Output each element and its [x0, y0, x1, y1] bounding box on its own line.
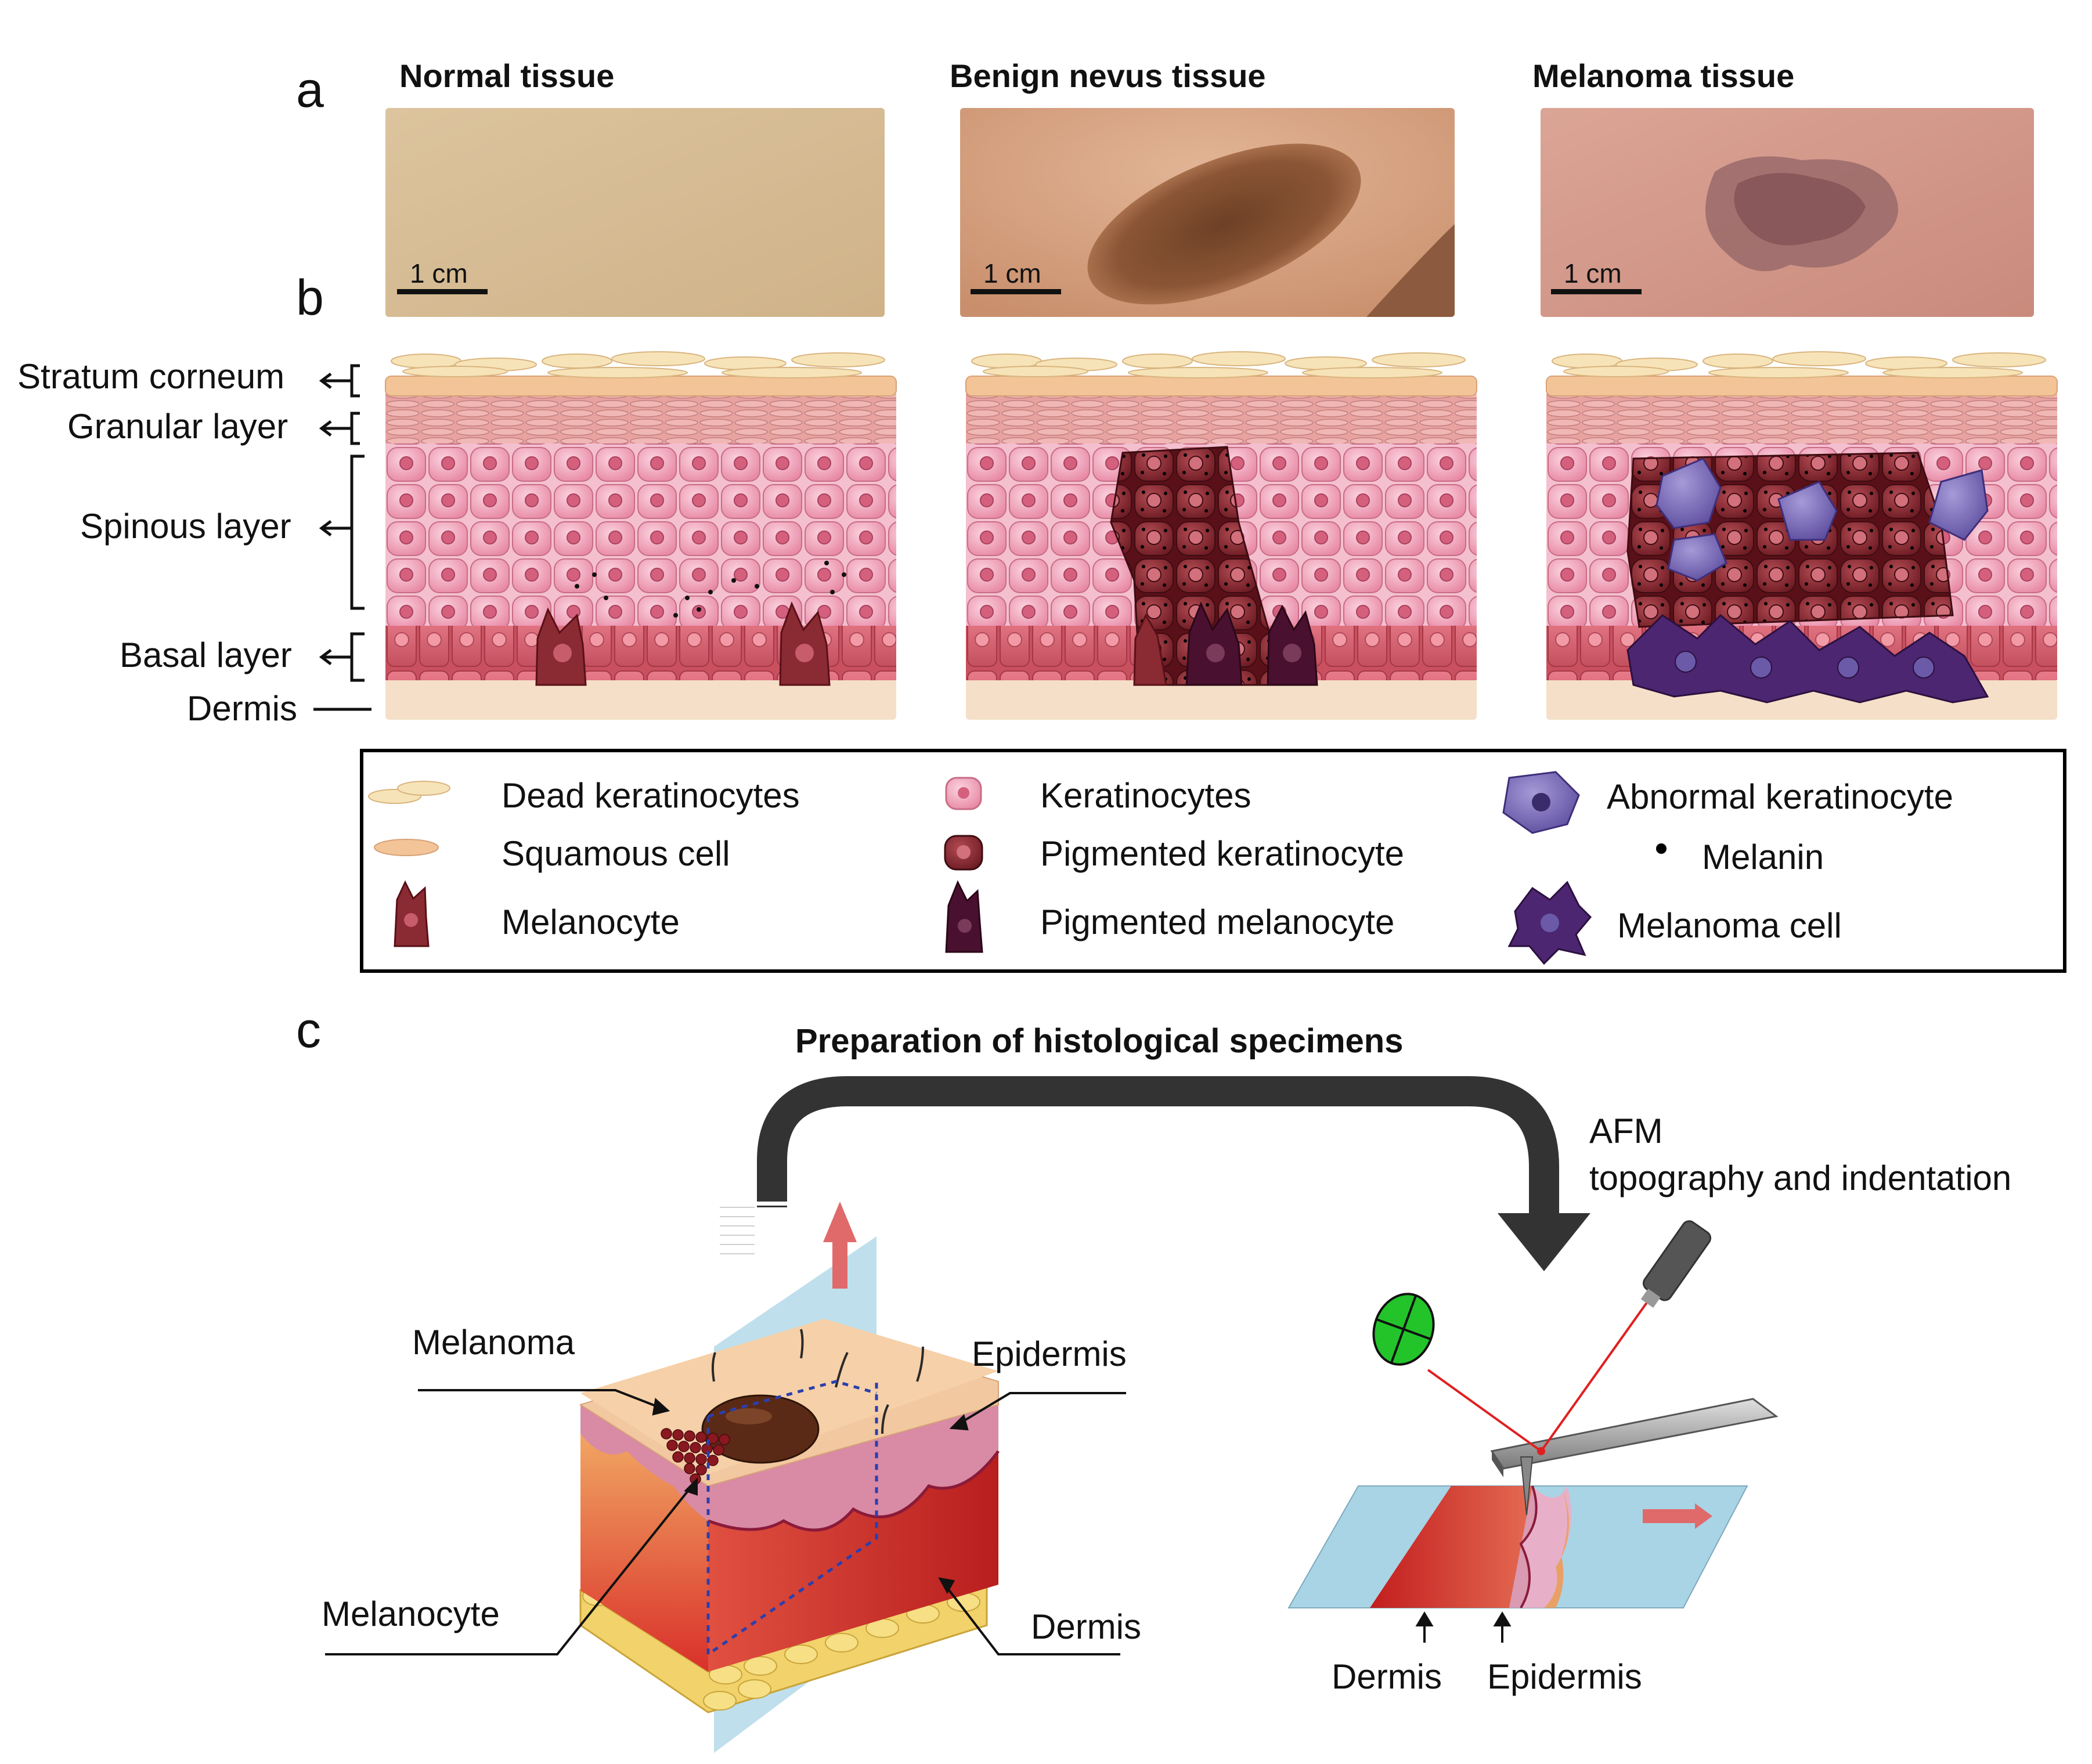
- panel-a-letter: a: [296, 62, 324, 118]
- legend-label-melanin: Melanin: [1702, 838, 1824, 876]
- legend-melanin-icon: [1656, 843, 1667, 854]
- label-spinous-layer: Spinous layer: [80, 507, 291, 546]
- panel-c-letter: c: [296, 1002, 321, 1058]
- panel-c-title: Preparation of histological specimens: [795, 1022, 1404, 1060]
- block-label-dermis: Dermis: [1031, 1607, 1141, 1646]
- block-label-epidermis: Epidermis: [972, 1334, 1127, 1373]
- afm-setup: [1287, 1220, 1779, 1643]
- skin-diagrams: [385, 351, 2058, 720]
- photo-melanoma-skin: [1541, 108, 2034, 317]
- photo-normal-skin: [385, 108, 885, 317]
- afm-label-line2: topography and indentation: [1589, 1159, 2012, 1197]
- legend-label-keratinocytes: Keratinocytes: [1040, 776, 1251, 815]
- legend-label-pigmented-melanocyte: Pigmented melanocyte: [1040, 903, 1395, 941]
- label-basal-layer: Basal layer: [120, 636, 292, 674]
- panel-c-illustration: [325, 1076, 1779, 1753]
- photo-title-nevus: Benign nevus tissue: [950, 57, 1266, 94]
- legend-pigmented-keratinocyte-icon: [944, 835, 983, 871]
- layer-brackets: [313, 364, 371, 711]
- scale-label-normal: 1 cm: [410, 258, 468, 288]
- afm-label: AFM topography and indentation: [1589, 1108, 2011, 1202]
- legend-keratinocyte-icon: [945, 777, 982, 810]
- slide-label-dermis: Dermis: [1332, 1657, 1442, 1696]
- legend-abnormal-keratinocyte-icon: [1502, 771, 1580, 834]
- photodetector-icon: [1372, 1293, 1435, 1366]
- photo-nevus-skin: [960, 108, 1455, 317]
- legend-label-abnormal-keratinocyte: Abnormal keratinocyte: [1607, 777, 1953, 816]
- process-arrow: [720, 1076, 1590, 1271]
- slide-label-epidermis: Epidermis: [1487, 1657, 1642, 1696]
- scale-bar-melanoma: [1551, 289, 1642, 294]
- label-granular-layer: Granular layer: [67, 407, 288, 446]
- scale-bar-normal: [397, 289, 488, 294]
- panel-b-letter: b: [296, 270, 324, 326]
- skin-block-3d: [579, 1319, 1000, 1714]
- legend-label-pigmented-keratinocyte: Pigmented keratinocyte: [1040, 834, 1405, 873]
- block-label-melanoma: Melanoma: [412, 1323, 575, 1362]
- legend-box: [360, 749, 2066, 973]
- legend-label-melanocyte: Melanocyte: [502, 903, 680, 941]
- legend-melanoma-cell-icon: [1507, 881, 1592, 965]
- legend-melanocyte-icon: [394, 880, 430, 947]
- legend-label-squamous-cell: Squamous cell: [502, 834, 730, 873]
- label-dermis-layer: Dermis: [187, 689, 297, 728]
- label-stratum-corneum: Stratum corneum: [17, 357, 285, 396]
- legend-squamous-icon: [374, 839, 439, 856]
- plane-lift-arrow: [823, 1202, 857, 1289]
- afm-label-line1: AFM: [1589, 1112, 1663, 1150]
- photo-title-melanoma: Melanoma tissue: [1532, 57, 1795, 94]
- legend-dead-keratinocytes-icon: [368, 781, 450, 804]
- block-label-melanocyte: Melanocyte: [322, 1595, 500, 1633]
- block-pointers: [325, 1389, 1126, 1655]
- legend-icons: [368, 771, 1667, 965]
- skin-diagram-nevus: [965, 351, 1477, 720]
- photo-title-normal: Normal tissue: [399, 57, 615, 94]
- scale-label-nevus: 1 cm: [983, 258, 1041, 288]
- skin-diagram-normal: [385, 351, 897, 720]
- skin-diagram-melanoma: [1546, 351, 2058, 720]
- scale-label-melanoma: 1 cm: [1564, 258, 1622, 288]
- legend-label-melanoma-cell: Melanoma cell: [1617, 906, 1842, 945]
- legend-label-dead-keratinocytes: Dead keratinocytes: [502, 776, 800, 815]
- scale-bar-nevus: [971, 289, 1061, 294]
- legend-pigmented-melanocyte-icon: [945, 880, 983, 953]
